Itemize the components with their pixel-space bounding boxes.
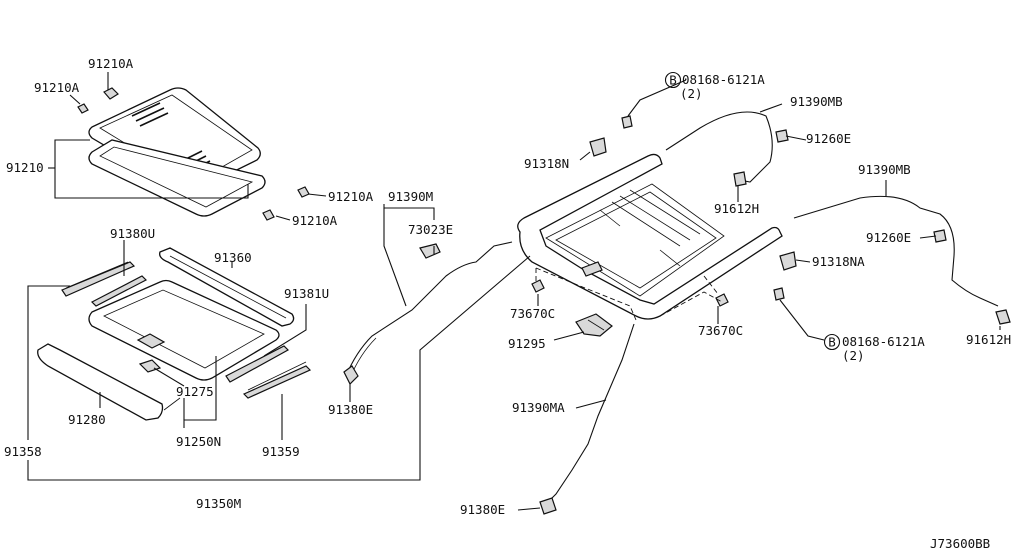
label-91612H-top: 91612H	[714, 201, 759, 216]
label-91380U: 91380U	[110, 226, 155, 241]
label-91358: 91358	[4, 444, 42, 459]
bolt-symbol-top: B	[664, 71, 682, 89]
label-91210A-top: 91210A	[88, 56, 134, 71]
label-91210A-left: 91210A	[34, 80, 80, 95]
label-91210A-r1: 91210A	[328, 189, 374, 204]
label-91250N: 91250N	[176, 434, 221, 449]
label-bolt-top-code: 08168-6121A	[682, 72, 765, 87]
part-labels: 91210A 91210A 91210 91210A 91210A 91390M…	[4, 56, 1011, 551]
label-91280: 91280	[68, 412, 106, 427]
drain-hoses	[343, 111, 1011, 515]
label-bolt-bottom-qty: (2)	[842, 348, 865, 363]
sunroof-housing	[517, 153, 783, 320]
label-91350M: 91350M	[196, 496, 241, 511]
label-91318N: 91318N	[524, 156, 569, 171]
bracket-icon	[589, 115, 947, 301]
label-73670C-left: 73670C	[510, 306, 555, 321]
label-bolt-top-qty: (2)	[680, 86, 703, 101]
label-91260E-right: 91260E	[866, 230, 911, 245]
label-91380E-left: 91380E	[328, 402, 373, 417]
label-91380E-bottom: 91380E	[460, 502, 505, 517]
svg-text:B: B	[828, 335, 836, 350]
label-73670C-right: 73670C	[698, 323, 743, 338]
svg-text:B: B	[669, 73, 677, 88]
label-91390MB-top: 91390MB	[790, 94, 843, 109]
motor-icon	[575, 313, 613, 337]
label-91390M: 91390M	[388, 189, 433, 204]
diagram-id: J73600BB	[930, 536, 990, 551]
label-91260E-top: 91260E	[806, 131, 851, 146]
label-bolt-bottom-code: 08168-6121A	[842, 334, 925, 349]
nut-icon	[531, 279, 729, 307]
label-91612H-right: 91612H	[966, 332, 1011, 347]
label-91390MA: 91390MA	[512, 400, 565, 415]
label-91381U: 91381U	[284, 286, 329, 301]
bolt-symbol-bottom: B	[823, 333, 841, 351]
leader-lines	[27, 72, 1001, 511]
inner-frame-assembly	[37, 247, 312, 421]
label-91390MB-right: 91390MB	[858, 162, 911, 177]
label-91210A-r2: 91210A	[292, 213, 338, 228]
leader-dashed	[535, 267, 723, 321]
label-91275: 91275	[176, 384, 214, 399]
glass-panel-assembly	[88, 87, 266, 217]
label-91210: 91210	[6, 160, 44, 175]
label-91359: 91359	[262, 444, 300, 459]
clip-icon	[77, 87, 310, 221]
label-91295: 91295	[508, 336, 546, 351]
label-73023E: 73023E	[408, 222, 453, 237]
label-91360: 91360	[214, 250, 252, 265]
label-91318NA: 91318NA	[812, 254, 865, 269]
